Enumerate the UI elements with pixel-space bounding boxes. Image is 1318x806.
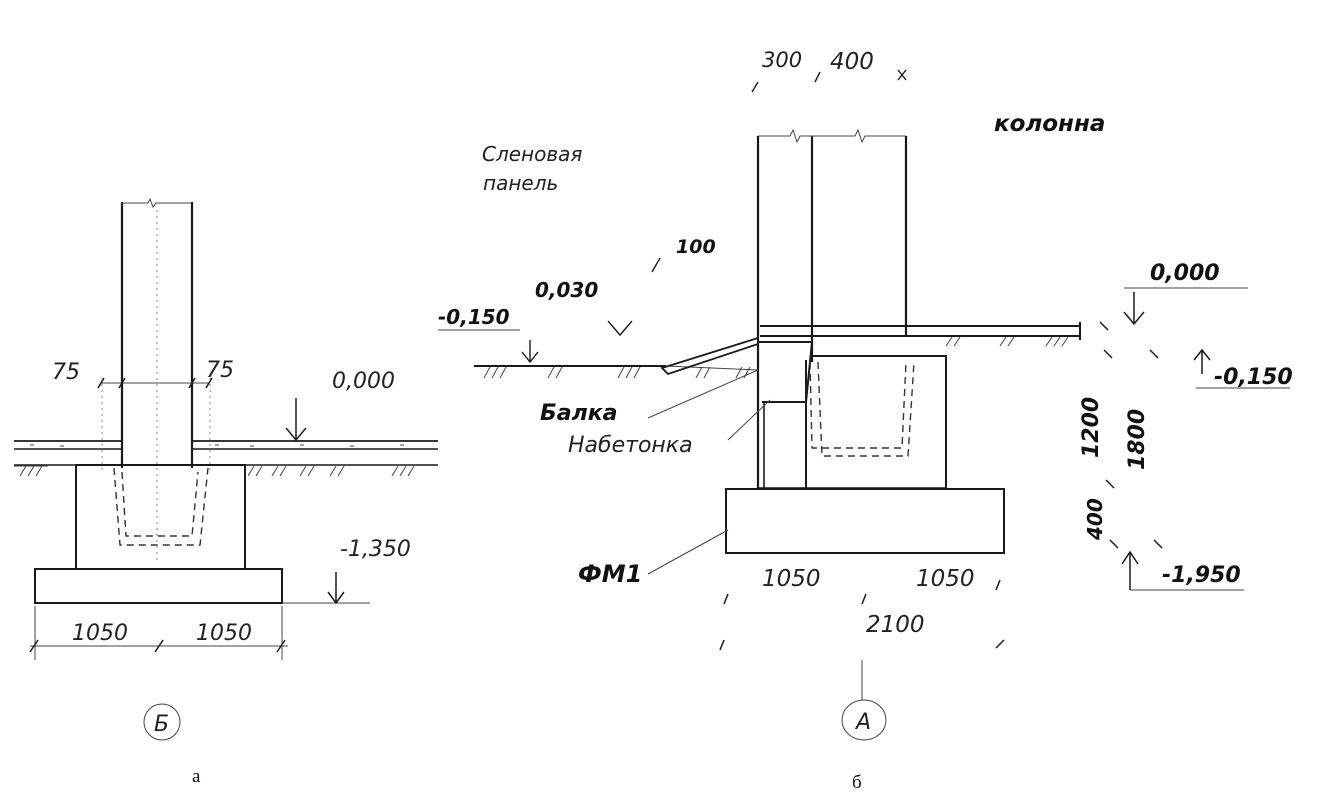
- axis-a-label: Б: [154, 712, 169, 737]
- dim-b-300: 300: [762, 48, 802, 72]
- axis-b-bubble: [841, 699, 887, 741]
- socket-a-inner: [121, 471, 199, 537]
- level-a-bottom: -1,350: [340, 537, 411, 562]
- ground-b-hatch-left: [483, 366, 751, 379]
- socket-b-outer: [817, 361, 915, 457]
- dim-a-base-tick-1: [29, 639, 39, 653]
- dim-a-tick-2: [118, 377, 126, 389]
- dim-a-base-right: 1050: [196, 621, 252, 646]
- foundation-b-slab: [725, 488, 1005, 554]
- column-b-break-line: [758, 128, 906, 144]
- foundation-b-glass-right: [812, 355, 947, 490]
- dim-a-tick-3: [188, 377, 196, 389]
- dim-b-base-left: 1050: [762, 566, 821, 592]
- dim-b-400-vert: 400: [1083, 498, 1107, 541]
- level-a-bottom-arrow: [327, 572, 345, 605]
- axis-b-label: А: [854, 710, 871, 735]
- socket-a-outer: [113, 467, 209, 546]
- level-b-m1950: -1,950: [1162, 563, 1241, 588]
- label-grout-leader: [727, 399, 771, 441]
- caption-a: а: [192, 766, 201, 787]
- level-b-zero-right: 0,000: [1150, 261, 1220, 286]
- level-b-0030-arrow: [607, 320, 633, 337]
- floor-a-hatch: [30, 444, 404, 447]
- dim-b-top-tick-2: [814, 71, 821, 83]
- dim-b-base-ticks: [719, 579, 1005, 651]
- label-grout: Набетонка: [568, 433, 693, 458]
- dim-b-400: 400: [830, 49, 874, 75]
- label-beam: Балка: [540, 401, 618, 426]
- level-b-zero-right-arrow: [1123, 292, 1145, 326]
- label-beam-leader: [647, 369, 759, 419]
- axis-a-bubble: [143, 703, 181, 741]
- level-a-zero: 0,000: [332, 369, 395, 394]
- label-wall-panel-2: панель: [483, 171, 558, 195]
- drawing-a: 75 75 0,000 -1,350 1050 1050 Б а: [14, 197, 438, 787]
- dim-b-1200: 1200: [1079, 397, 1104, 458]
- ground-a-hatch: [14, 465, 415, 477]
- dim-a-base-tick-2: [154, 639, 164, 653]
- level-a-zero-arrow: [285, 427, 307, 442]
- label-foundation: ФМ1: [578, 560, 642, 588]
- beam-b: [758, 341, 814, 403]
- label-wall-panel-1: Сленовая: [482, 142, 582, 166]
- label-column: колонна: [994, 111, 1105, 137]
- foundation-a-glass: [75, 464, 246, 570]
- dim-b-vertical-ticks: [1099, 321, 1163, 549]
- dim-b-base-total: 2100: [866, 612, 925, 638]
- floor-b-hatch: [945, 336, 1069, 347]
- label-foundation-leader: [647, 529, 729, 575]
- level-b-m0150-left: -0,150: [438, 305, 510, 329]
- dim-a-tick-1: [97, 377, 105, 389]
- dim-a-75-left: 75: [52, 360, 80, 385]
- dim-a-base-left: 1050: [72, 621, 128, 646]
- foundation-a-slab: [34, 568, 283, 604]
- dim-b-100-tick: [651, 257, 661, 273]
- dim-b-base-right: 1050: [916, 566, 975, 592]
- level-b-0030: 0,030: [535, 278, 598, 302]
- dim-a-75-right: 75: [206, 358, 234, 383]
- grade-b-left-cont: [665, 365, 759, 371]
- dim-a-base-tick-3: [276, 639, 286, 653]
- drawing-b: 300 400 колонна Сленовая панель 100 0,03…: [438, 48, 1293, 793]
- blind-area-slope: [660, 336, 759, 376]
- socket-b-inner: [809, 361, 907, 449]
- column-a-break-line: [122, 197, 192, 209]
- dim-b-1800: 1800: [1125, 409, 1150, 470]
- dim-b-100: 100: [676, 236, 716, 258]
- dim-a-tick-4: [205, 377, 213, 389]
- level-b-m0150-left-arrow: [521, 340, 539, 364]
- level-b-m0150-right-arrow: [1193, 348, 1211, 374]
- dim-b-top-tick-1: [751, 81, 759, 93]
- level-b-m1950-arrow: [1121, 550, 1139, 590]
- dim-b-top-tick-3: [897, 69, 907, 81]
- caption-b: б: [852, 772, 862, 793]
- level-b-m0150-right: -0,150: [1214, 365, 1293, 390]
